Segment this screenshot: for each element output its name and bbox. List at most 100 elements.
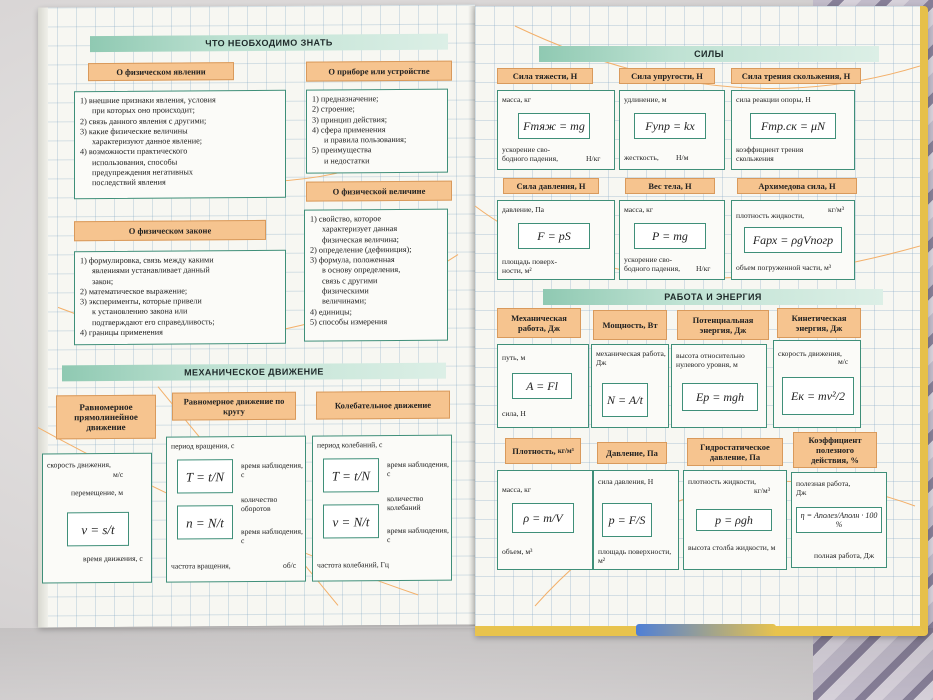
header-work: Механическая работа, Дж	[497, 308, 581, 338]
label-height: высота относительно нулевого уровня, м	[676, 351, 745, 369]
cell-potential: высота относительно нулевого уровня, м E…	[671, 344, 767, 428]
label-observe-time-2: время наблюдения, с	[241, 526, 303, 546]
label-pressure-area: площадь поверхности, м²	[598, 547, 672, 565]
section-what-to-know: ЧТО НЕОБХОДИМО ЗНАТЬ	[90, 33, 448, 53]
label-pressure-force: сила давления, Н	[598, 477, 654, 486]
cell-hydrostatic: плотность жидкости, кг/м³ p = ρgh высота…	[683, 470, 787, 570]
label-period: период вращения, с	[171, 441, 235, 451]
law-line: 4) границы применения	[80, 327, 163, 338]
label-liquid-density: плотность жидкости,	[736, 211, 805, 220]
label-displacement: перемещение, м	[71, 487, 124, 498]
density-unit: кг/м³	[557, 447, 574, 455]
header-friction: Сила трения скольжения, Н	[731, 68, 861, 84]
formula-elastic: Fупр = kx	[634, 113, 706, 139]
label-extension: удлинение, м	[624, 95, 667, 104]
label-path: путь, м	[502, 353, 526, 362]
label-osc-observe-time: время наблюдения, с	[387, 459, 449, 479]
label-weight-accel-2: бодного падения,	[624, 264, 680, 273]
section-mechanical-motion: МЕХАНИЧЕСКОЕ ДВИЖЕНИЕ	[62, 362, 446, 382]
cell-circular-motion: период вращения, с T = t/N время наблюде…	[166, 435, 306, 583]
cell-work: путь, м A = Fl сила, Н	[497, 344, 589, 428]
label-osc-frequency: частота колебаний, Гц	[317, 560, 389, 570]
label-liquid-density-unit: кг/м³	[828, 205, 844, 214]
label-hydro-density: плотность жидкости,	[688, 477, 757, 486]
header-quantity: О физической величине	[306, 180, 452, 202]
header-efficiency: Коэффициент полезного действия, %	[793, 432, 877, 468]
cell-pressure: сила давления, Н p = F/S площадь поверхн…	[593, 470, 679, 570]
label-stiffness-unit: Н/м	[676, 153, 689, 162]
header-oscillation: Колебательное движение	[316, 390, 450, 420]
table-shadow	[0, 628, 933, 700]
label-friction-coef: коэффициент трения	[736, 145, 804, 154]
formula-hydrostatic: p = ρgh	[696, 509, 772, 531]
header-elastic: Сила упругости, Н	[619, 68, 715, 84]
header-law: О физическом законе	[74, 219, 266, 242]
cell-weight: масса, кг P = mg ускорение сво- бодного …	[619, 200, 725, 280]
header-gravity: Сила тяжести, Н	[497, 68, 593, 84]
header-hydrostatic: Гидростатическое давление, Па	[687, 438, 783, 466]
section-work-energy: РАБОТА И ЭНЕРГИЯ	[543, 289, 883, 305]
label-rotation-frequency: частота вращения,	[171, 561, 231, 571]
label-accel-2: бодного падения,	[502, 154, 558, 163]
label-accel: ускорение сво-	[502, 145, 551, 154]
header-kinetic: Кинетическая энергия, Дж	[777, 308, 861, 338]
formula-frequency: n = N/t	[177, 505, 233, 540]
header-uniform-motion: Равномерное прямолинейное движение	[56, 394, 156, 440]
cell-pressure-force: давление, Па F = pS площадь поверх- ност…	[497, 200, 615, 280]
cell-archimedes: плотность жидкости, кг/м³ Fарх = ρgVпогр…	[731, 200, 855, 280]
label-rotation-frequency-unit: об/с	[283, 560, 297, 570]
label-speed-unit: м/с	[113, 469, 124, 480]
label-weight-mass: масса, кг	[624, 205, 653, 214]
header-device: О приборе или устройстве	[306, 60, 452, 82]
open-book: ЧТО НЕОБХОДИМО ЗНАТЬ О физическом явлени…	[38, 4, 931, 636]
formula-weight: P = mg	[634, 223, 706, 249]
formula-osc-period: T = t/N	[323, 458, 379, 493]
label-density-volume: объем, м³	[502, 547, 533, 556]
label-stiffness: жесткость,	[624, 153, 659, 162]
cell-efficiency: полезная работа, Дж η = Aполез/Aполн · 1…	[791, 472, 887, 568]
cell-power: механическая работа, Дж N = A/t	[591, 344, 669, 428]
formula-power: N = A/t	[602, 383, 648, 417]
formula-potential: Eр = mgh	[682, 383, 758, 411]
label-pressure: давление, Па	[502, 205, 545, 214]
formula-gravity: Fтяж = mg	[518, 113, 590, 139]
label-weight-unit: Н/кг	[696, 264, 711, 273]
label-reaction: сила реакции опоры, Н	[736, 95, 811, 104]
label-area: площадь поверх-	[502, 257, 557, 266]
label-time: время движения, с	[83, 553, 143, 564]
box-law: 1) формулировка, связь между какими явле…	[74, 249, 286, 346]
formula-archimedes: Fарх = ρgVпогр	[744, 227, 842, 253]
phenomenon-line: последствий явления	[92, 178, 166, 188]
header-power: Мощность, Вт	[593, 310, 667, 340]
formula-work: A = Fl	[512, 373, 572, 399]
label-osc-period: период колебаний, с	[317, 440, 383, 450]
header-potential: Потенциальная энергия, Дж	[677, 310, 769, 340]
label-useful-work: полезная работа, Дж	[796, 479, 851, 497]
label-kinetic-unit: м/с	[838, 357, 849, 366]
device-line: и недостатки	[324, 155, 370, 166]
box-device: 1) предназначение; 2) строение; 3) принц…	[306, 88, 448, 174]
formula-period: T = t/N	[177, 459, 233, 494]
box-phenomenon: 1) внешние признаки явления, условия при…	[74, 89, 286, 200]
label-osc-observe-time-2: время наблюдения, с	[387, 525, 449, 545]
label-kinetic-speed: скорость движения,	[778, 349, 842, 358]
cell-kinetic: скорость движения, м/с Eк = mv²/2	[773, 340, 861, 428]
box-quantity: 1) свойство, которое характеризует данна…	[304, 208, 448, 342]
formula-kinetic: Eк = mv²/2	[782, 377, 854, 415]
header-pressure: Давление, Па	[597, 442, 667, 464]
label-density-mass: масса, кг	[502, 485, 531, 494]
formula-pressure: p = F/S	[602, 503, 652, 537]
header-density: Плотность, кг/м³	[505, 438, 581, 464]
density-title: Плотность,	[512, 446, 556, 456]
label-weight-accel: ускорение сво-	[624, 255, 673, 264]
label-full-work: полная работа, Дж	[814, 551, 875, 560]
left-page: ЧТО НЕОБХОДИМО ЗНАТЬ О физическом явлени…	[38, 4, 475, 628]
formula-density: ρ = m/V	[512, 503, 574, 533]
header-weight: Вес тела, Н	[625, 178, 715, 194]
header-pressure-force: Сила давления, Н	[503, 178, 599, 194]
cell-oscillation: период колебаний, с T = t/N время наблюд…	[312, 434, 452, 582]
label-area-2: ности, м²	[502, 266, 532, 275]
cell-uniform-motion: скорость движения, м/с перемещение, м v …	[42, 452, 152, 584]
label-speed: скорость движения,	[47, 460, 111, 470]
formula-osc-frequency: ν = N/t	[323, 504, 379, 539]
